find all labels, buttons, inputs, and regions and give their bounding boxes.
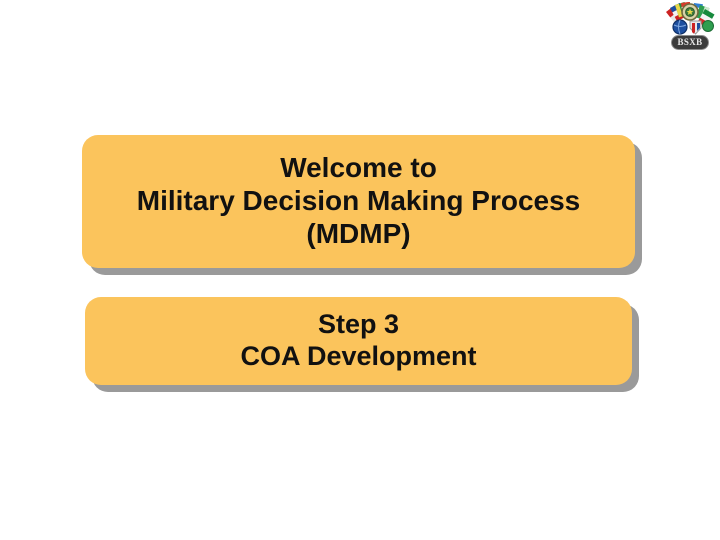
unit-badge-text: BSXB <box>677 37 703 47</box>
step-title-box: Step 3 COA Development <box>85 297 632 385</box>
unit-badge: BSXB <box>671 35 709 50</box>
welcome-title-box: Welcome to Military Decision Making Proc… <box>82 135 635 268</box>
welcome-line-2: Military Decision Making Process <box>136 185 581 217</box>
welcome-line-1: Welcome to <box>280 152 437 184</box>
step-line-1: Step 3 <box>317 309 400 340</box>
welcome-line-3: (MDMP) <box>306 217 411 249</box>
flags-emblem-icon <box>666 2 715 35</box>
step-line-2: COA Development <box>240 341 477 371</box>
unit-logo: BSXB <box>664 2 716 54</box>
